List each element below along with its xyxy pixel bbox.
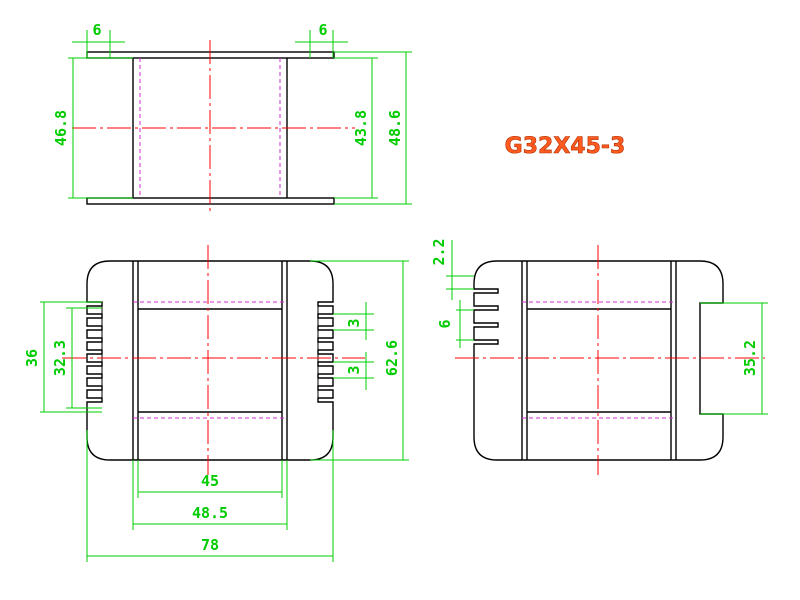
dim-height-35-2: 35.2 bbox=[741, 340, 759, 376]
dim-width-48-5: 48.5 bbox=[192, 504, 228, 522]
dim-height-62-6: 62.6 bbox=[383, 340, 401, 376]
dim-pitch-6: 6 bbox=[436, 319, 454, 328]
dim-flange-left: 6 bbox=[92, 21, 101, 39]
dim-slot-3-bottom: 3 bbox=[345, 365, 363, 374]
dim-height-48-6: 48.6 bbox=[386, 110, 404, 146]
dim-height-46-8: 46.8 bbox=[52, 110, 70, 146]
dim-height-43-8: 43.8 bbox=[352, 110, 370, 146]
dim-slot-3-top: 3 bbox=[345, 318, 363, 327]
front-view-outline bbox=[86, 260, 334, 461]
dim-width-78: 78 bbox=[201, 536, 219, 554]
part-number-label: G32X45-3 bbox=[505, 134, 626, 159]
side-view-outline bbox=[473, 260, 724, 461]
front-view: 36 32.3 3 3 62.6 45 48.5 78 bbox=[23, 245, 409, 562]
dim-height-32-3: 32.3 bbox=[51, 340, 69, 376]
dim-width-45: 45 bbox=[201, 472, 219, 490]
dim-flange-right: 6 bbox=[318, 21, 327, 39]
dim-height-36: 36 bbox=[23, 349, 41, 367]
side-view: 2.2 6 35.2 bbox=[430, 238, 768, 475]
top-view: 6 6 46.8 43.8 48.6 bbox=[52, 21, 412, 215]
dim-slot-2-2: 2.2 bbox=[430, 238, 448, 265]
